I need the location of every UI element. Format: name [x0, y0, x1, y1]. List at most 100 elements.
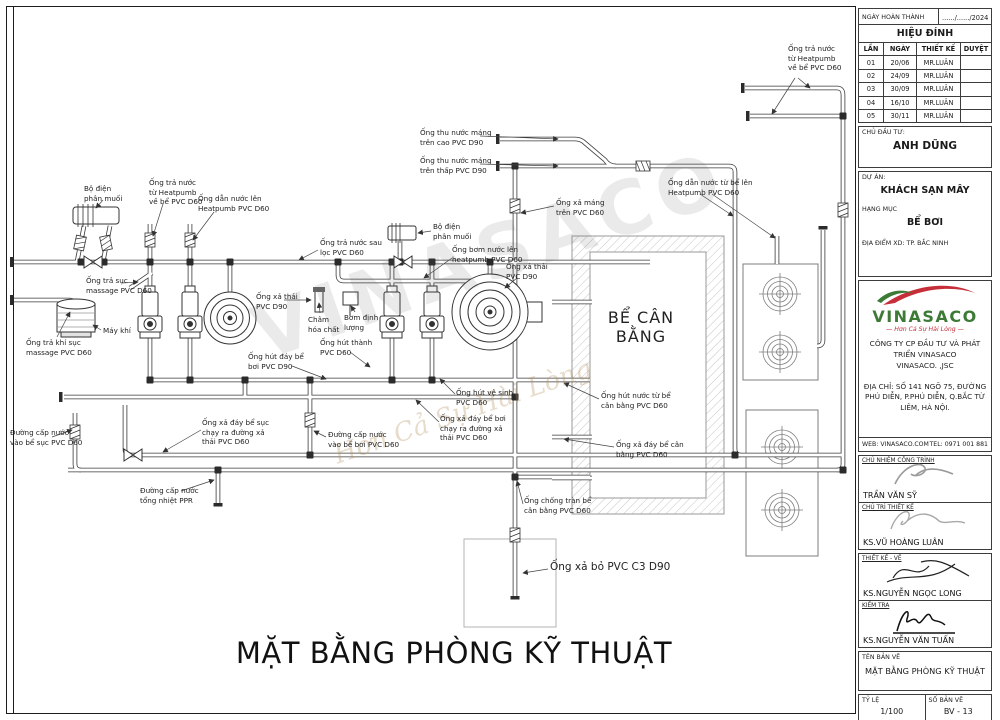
pipe-label: Bộ điện phân muối: [84, 184, 123, 203]
logo-swoosh-icon: [877, 285, 975, 306]
rev-cell: 02: [859, 68, 883, 82]
rev-cell: [960, 95, 991, 109]
client-label: CHỦ ĐẦU TƯ:: [862, 129, 905, 137]
company-logo: VINASACO — Hơn Cả Sự Hài Lòng —: [859, 281, 991, 333]
pipe-label: Ống xả đáy bể bơi chạy ra đường xả thải …: [440, 414, 506, 443]
pump-icon: [137, 285, 445, 339]
pipe-label: Đường cấp nước tổng nhiệt PPR: [140, 486, 199, 505]
project-label: DỰ ÁN:: [862, 174, 886, 182]
revision-section: NGÀY HOÀN THÀNH ....../....../2024 HIỆU …: [858, 8, 992, 124]
pipe-label: Đường cấp nước vào bể bơi PVC D60: [328, 430, 400, 449]
pipe-label: Ống xả đáy bể cân bằng PVC D60: [616, 440, 684, 459]
pipe-label: Ống xả thải PVC D90: [506, 262, 548, 281]
project-section: DỰ ÁN: KHÁCH SẠN MÂY HẠNG MỤC BỂ BƠI ĐỊA…: [858, 171, 992, 278]
signature-role: CHỦ NHIỆM CÔNG TRÌNH: [862, 458, 935, 465]
fan-icon: [759, 273, 803, 531]
company-tel: TEL: 0971 001 881: [929, 441, 989, 449]
rev-cell: [960, 82, 991, 96]
rev-col: DUYỆT: [960, 42, 991, 56]
sheet-border-inner: [13, 6, 14, 714]
rev-cell: MR.LUÂN: [916, 55, 960, 69]
rev-cell: MR.LUÂN: [916, 82, 960, 96]
signature-row: CHỦ TRÌ THIẾT KẾ KS.VŨ HOÀNG LUÂN: [859, 502, 991, 549]
location-text: ĐỊA ĐIỂM XD: TP. BẮC NINH: [862, 240, 949, 248]
scale-value: 1/100: [880, 707, 904, 717]
rev-cell: [960, 108, 991, 123]
signature-role: CHỦ TRÌ THIẾT KẾ: [862, 505, 914, 512]
rev-cell: 30/09: [883, 82, 916, 96]
sheet-no-value: BV - 13: [943, 707, 973, 717]
pipe-label: Bộ điện phân muối: [433, 222, 472, 241]
scale-label: TỶ LỆ: [862, 697, 880, 705]
signature-name: KS.VŨ HOÀNG LUÂN: [863, 538, 944, 548]
client-section: CHỦ ĐẦU TƯ: ANH DŨNG: [858, 126, 992, 169]
rev-cell: MR.LUÂN: [916, 95, 960, 109]
pipe-label: Ống trả nước từ Heatpumb về bể PVC D60: [788, 44, 842, 73]
balance-tank-label: BỂ CÂN BẰNG: [607, 308, 675, 346]
pipe-label: Ống hút vệ sinh PVC D60: [456, 388, 514, 407]
union-coupling-icon: [69, 160, 849, 543]
rev-cell: MR.LUÂN: [916, 108, 960, 123]
pipe-label: Ống hút thành PVC D60: [320, 338, 373, 357]
rev-cell: 24/09: [883, 68, 916, 83]
rev-cell: 16/10: [883, 95, 916, 109]
pipe-label: Ống thu nước máng trên thấp PVC D90: [420, 156, 492, 175]
signature-name: KS.NGUYỄN NGỌC LONG: [863, 589, 962, 599]
sheet-no-label: SỐ BẢN VẼ: [928, 697, 964, 705]
signature-group-1: CHỦ NHIỆM CÔNG TRÌNH TRẦN VĂN SỸ CHỦ TRÌ…: [858, 455, 992, 551]
pipe-label: Ống xả bỏ PVC C3 D90: [550, 561, 671, 573]
client-value: ANH DŨNG: [892, 140, 957, 153]
signature-role: KIỂM TRA: [862, 603, 890, 610]
rev-col: NGÀY: [883, 42, 916, 56]
valve-icon: [83, 255, 413, 462]
company-name: CÔNG TY CP ĐẦU TƯ VÀ PHÁT TRIỂN VINASACO…: [869, 339, 981, 371]
pipe-label: Ống dẫn nước lên Heatpumb PVC D60: [198, 194, 270, 213]
signature-scribble: [893, 611, 955, 634]
sand-filter-small: [203, 291, 257, 345]
drawing-title: MẶT BẰNG PHÒNG KỸ THUẬT: [235, 636, 673, 670]
rev-cell: 05: [859, 108, 883, 122]
dosing-pump: [342, 291, 359, 316]
completion-label: NGÀY HOÀN THÀNH: [859, 9, 939, 24]
rev-col: THIẾT KẾ: [916, 42, 960, 56]
pipe-label: Bơm định lượng: [344, 313, 379, 332]
drawing-name-section: TÊN BẢN VẼ MẶT BẰNG PHÒNG KỸ THUẬT: [858, 651, 992, 692]
pipe-label: Ống hút nước từ bể cân bằng PVC D60: [601, 391, 671, 410]
rev-cell: [960, 55, 991, 69]
pipe-label: Ống xả thải PVC D90: [256, 292, 298, 311]
drawing-name-value: MẶT BẰNG PHÒNG KỸ THUẬT: [865, 666, 985, 677]
signature-scribble: [886, 560, 970, 583]
rev-cell: [960, 68, 991, 83]
chemical-port: [313, 287, 325, 313]
pipe-label: Máy khí: [103, 326, 131, 335]
project-value: KHÁCH SẠN MÂY: [880, 185, 970, 197]
sand-filter-large: [451, 273, 543, 351]
logo-text: VINASACO: [872, 307, 978, 327]
company-section: VINASACO — Hơn Cả Sự Hài Lòng — CÔNG TY …: [858, 280, 992, 453]
category-value: BỂ BƠI: [906, 217, 944, 229]
revision-title: HIỆU ĐÍNH: [859, 24, 991, 42]
completion-value: ....../....../2024: [942, 14, 989, 22]
rev-cell: 30/11: [883, 108, 916, 123]
air-blower: [56, 298, 96, 338]
pipe-label: Ống bơm nước lên heatpumb PVC D60: [452, 245, 523, 264]
salt-chlorinator-2: [387, 223, 417, 243]
sump-pit: [463, 538, 557, 628]
category-label: HẠNG MỤC: [862, 206, 898, 214]
pipe-label: Đường cấp nước vào bể sục PVC D60: [10, 428, 83, 447]
rev-cell: 01: [859, 55, 883, 68]
pipe-label: Ống trả nước sau lọc PVC D60: [320, 238, 382, 257]
pipe-label: Ống trả nước từ Heatpumb về bể PVC D60: [149, 178, 203, 207]
signature-row: CHỦ NHIỆM CÔNG TRÌNH TRẦN VĂN SỸ: [859, 456, 991, 502]
pipe-label: Châm hóa chất: [308, 315, 340, 334]
rev-cell: 03: [859, 82, 883, 95]
pipe-label: Ống xả đáy bể sục chạy ra đường xả thải …: [202, 418, 270, 447]
pipe-label: Ống trả sục massage PVC D60: [86, 276, 152, 295]
piping-schematic: [10, 77, 849, 628]
leader-lines: [51, 77, 811, 575]
pipe-label: Ống hút đáy bể bơi PVC D90: [248, 352, 304, 371]
pipe-label: Ống chống tràn bể cân bằng PVC D60: [524, 496, 592, 515]
scale-section: TỶ LỆ 1/100 SỐ BẢN VẼ BV - 13: [858, 694, 992, 720]
